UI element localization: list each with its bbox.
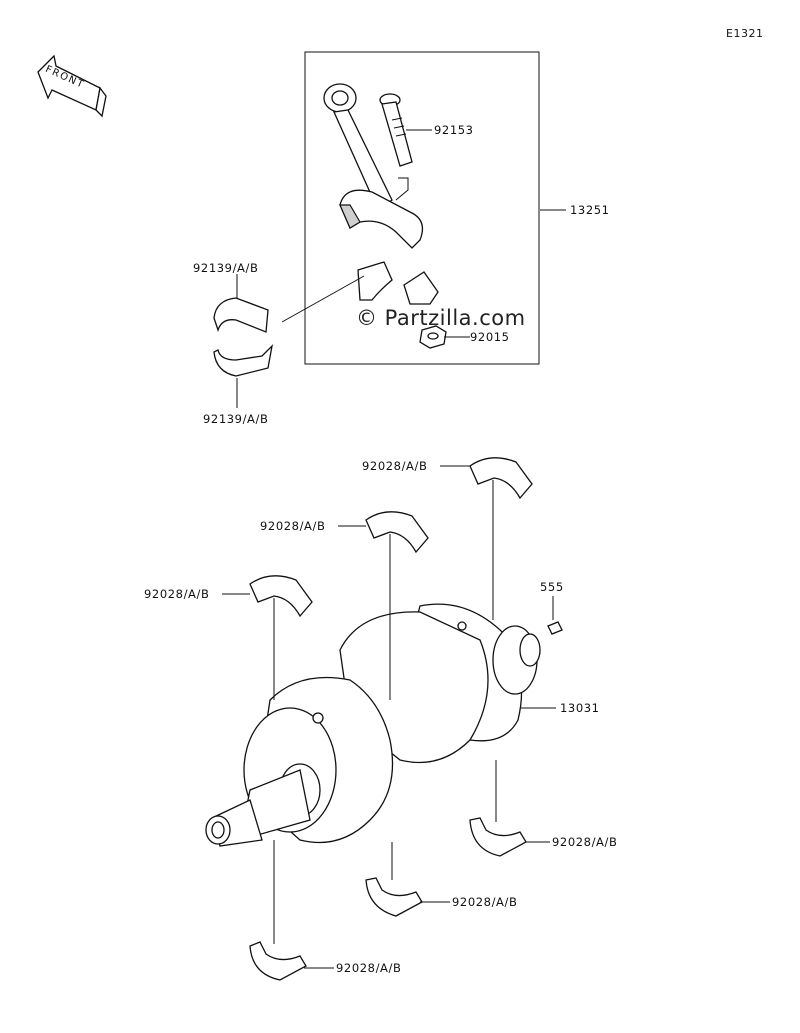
label-92028-4: 92028/A/B <box>552 835 618 849</box>
main-bearing-2 <box>365 511 429 554</box>
label-13251: 13251 <box>570 203 610 217</box>
label-92139-upper: 92139/A/B <box>193 261 259 275</box>
conrod-bearing-lower <box>213 344 274 377</box>
label-92028-2: 92028/A/B <box>260 519 326 533</box>
main-bearing-5 <box>365 877 423 917</box>
rod-cap <box>357 261 439 305</box>
main-bearing-6 <box>249 941 307 981</box>
label-92139-lower: 92139/A/B <box>203 412 269 426</box>
label-92028-5: 92028/A/B <box>452 895 518 909</box>
conrod-bearing-upper <box>213 297 269 333</box>
label-13031: 13031 <box>560 701 600 715</box>
bolt-92153 <box>379 93 413 167</box>
main-bearing-1 <box>469 457 533 500</box>
label-92153: 92153 <box>434 123 474 137</box>
conrod-assy-box <box>304 51 540 365</box>
diagram-id: E1321 <box>726 27 764 40</box>
front-arrow-icon <box>37 54 107 118</box>
label-555: 555 <box>540 580 564 594</box>
label-92015: 92015 <box>470 330 510 344</box>
main-bearing-4 <box>469 817 527 857</box>
nut-92015 <box>419 325 447 349</box>
label-92028-6: 92028/A/B <box>336 961 402 975</box>
crankshaft <box>205 603 541 847</box>
label-92028-3: 92028/A/B <box>144 587 210 601</box>
label-92028-1: 92028/A/B <box>362 459 428 473</box>
connecting-rod <box>323 83 424 249</box>
leader-lines <box>222 129 566 969</box>
main-bearing-3 <box>249 575 313 618</box>
pin-555 <box>547 621 563 635</box>
watermark: © Partzilla.com <box>356 306 526 330</box>
